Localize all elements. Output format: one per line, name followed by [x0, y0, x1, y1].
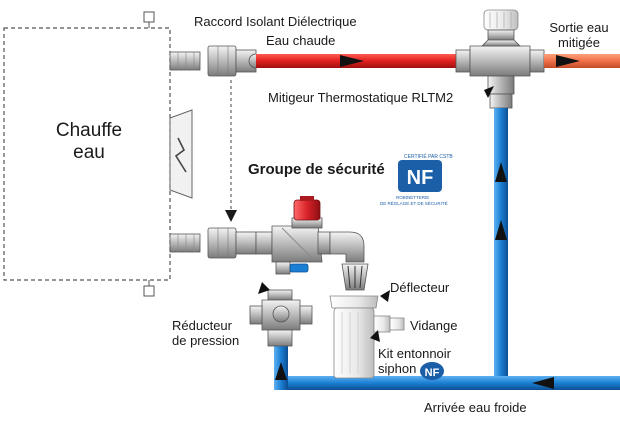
cold-water-pipe	[274, 108, 620, 390]
dielectric-union-bottom	[207, 227, 257, 259]
dielectric-union-top	[207, 45, 257, 77]
heater-cold-nipple	[169, 233, 201, 253]
safety-group-label: Groupe de sécurité	[248, 161, 385, 178]
funnel-siphon-kit	[329, 295, 405, 379]
flow-arrow-icon	[340, 55, 364, 67]
mixed-water-pipe	[544, 54, 620, 68]
isolation-handle	[289, 263, 309, 273]
pointer-arrow-icon	[258, 282, 270, 294]
dielectric-union-label: Raccord Isolant Diélectrique	[194, 14, 357, 29]
flow-arrow-icon	[556, 55, 580, 67]
nf-badge-large: NF CERTIFIÉ PAR CSTB ROBINETTERIE DE RÉG…	[380, 153, 453, 206]
nf-mark: NF	[407, 167, 434, 189]
lightning-icon	[174, 137, 187, 173]
nf-sub-line1: ROBINETTERIE	[396, 195, 429, 200]
safety-valve-cap	[293, 199, 321, 221]
pointer-arrow-icon	[370, 330, 380, 342]
mixer-label: Mitigeur Thermostatique RLTM2	[268, 90, 454, 105]
mixed-water-label: Sortie eau mitigée	[549, 20, 609, 50]
pointer-arrow-icon	[484, 86, 494, 98]
nf-certified-text: CERTIFIÉ PAR CSTB	[404, 153, 453, 160]
pressure-reducer-label: Réducteur de pression	[172, 318, 240, 348]
heater-hot-nipple	[169, 51, 201, 71]
thermostatic-mixer	[469, 9, 545, 109]
flow-arrow-icon	[495, 220, 507, 240]
nf-mark-small: NF	[425, 367, 440, 379]
flow-arrow-icon	[275, 362, 287, 380]
pointer-arrow-icon	[380, 290, 390, 302]
flow-arrow-icon	[532, 377, 554, 389]
nf-badge-small: NF	[420, 362, 444, 380]
deflector	[341, 263, 369, 291]
hot-water-pipe	[248, 49, 471, 73]
drain-label: Vidange	[410, 318, 458, 333]
arrow-down-icon	[225, 210, 237, 222]
water-heater	[3, 11, 193, 297]
pressure-reducer	[249, 289, 313, 347]
deflector-label: Déflecteur	[390, 280, 450, 295]
safety-group	[255, 196, 365, 275]
hot-water-label: Eau chaude	[266, 33, 336, 48]
nf-sub-line2: DE RÉGLAGE ET DE SÉCURITÉ	[380, 200, 448, 206]
flow-arrow-icon	[495, 162, 507, 182]
cold-water-label: Arrivée eau froide	[424, 400, 527, 415]
funnel-kit-label: Kit entonnoir siphon	[378, 346, 451, 376]
heater-label: Chauffe eau	[55, 120, 123, 163]
